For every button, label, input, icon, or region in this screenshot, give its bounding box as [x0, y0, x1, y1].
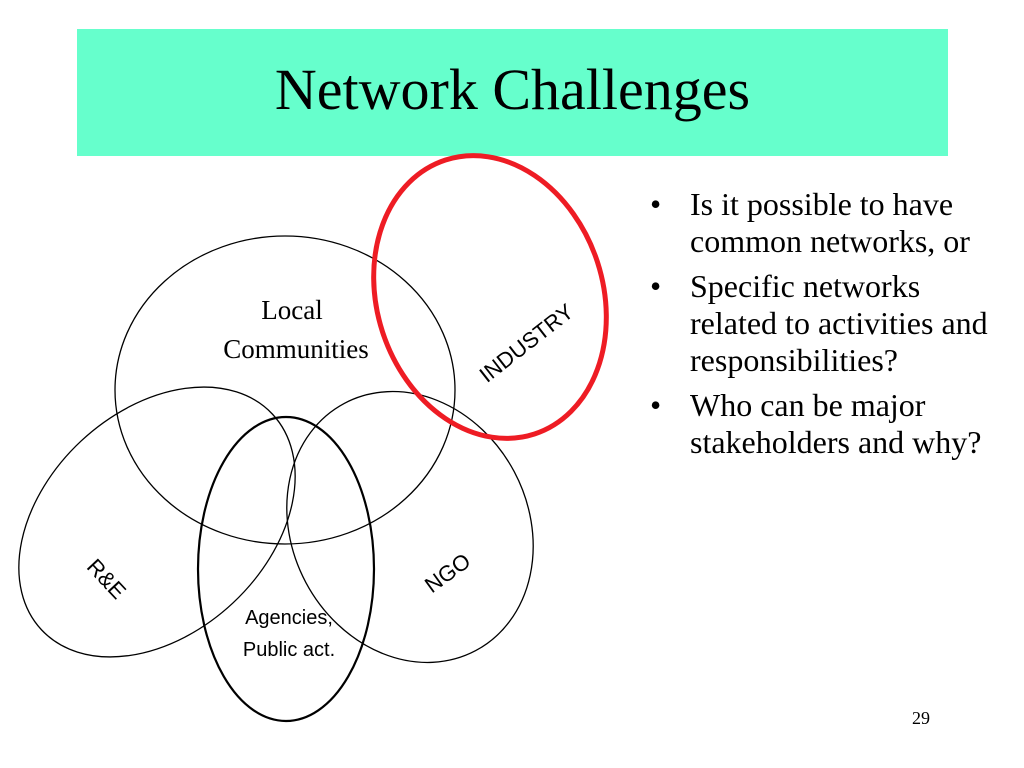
page-number: 29	[912, 708, 930, 728]
industry-ellipse	[371, 153, 609, 441]
bullet-text: Who can be major stakeholders and why?	[690, 387, 982, 460]
bullet-symbol: •	[650, 186, 662, 222]
agencies-ellipse	[196, 415, 376, 723]
bullet-item: • Who can be major stakeholders and why?	[648, 387, 1008, 461]
slide-title: Network Challenges	[274, 56, 751, 122]
bullet-item: • Specific networks related to activitie…	[648, 268, 1008, 379]
agencies-label-line1: Agencies,	[245, 607, 333, 629]
local-communities-ellipse	[114, 235, 456, 545]
research-education-label: R&E	[82, 554, 131, 604]
research-education-ellipse	[18, 386, 296, 658]
industry-label: INDUSTRY	[475, 299, 579, 388]
bullet-text: Is it possible to have common networks, …	[690, 186, 970, 259]
ngo-ellipse	[286, 390, 534, 664]
title-bar: Network Challenges	[77, 29, 948, 156]
ngo-label: NGO	[420, 548, 475, 598]
agencies-label-line2: Public act.	[243, 639, 335, 661]
bullet-symbol: •	[650, 268, 662, 304]
local-communities-label-line2: Communities	[223, 334, 369, 364]
local-communities-label-line1: Local	[261, 295, 322, 325]
bullet-text: Specific networks related to activities …	[690, 268, 988, 378]
bullet-item: • Is it possible to have common networks…	[648, 186, 1008, 260]
bullet-symbol: •	[650, 387, 662, 423]
bullet-list: • Is it possible to have common networks…	[648, 186, 1008, 469]
